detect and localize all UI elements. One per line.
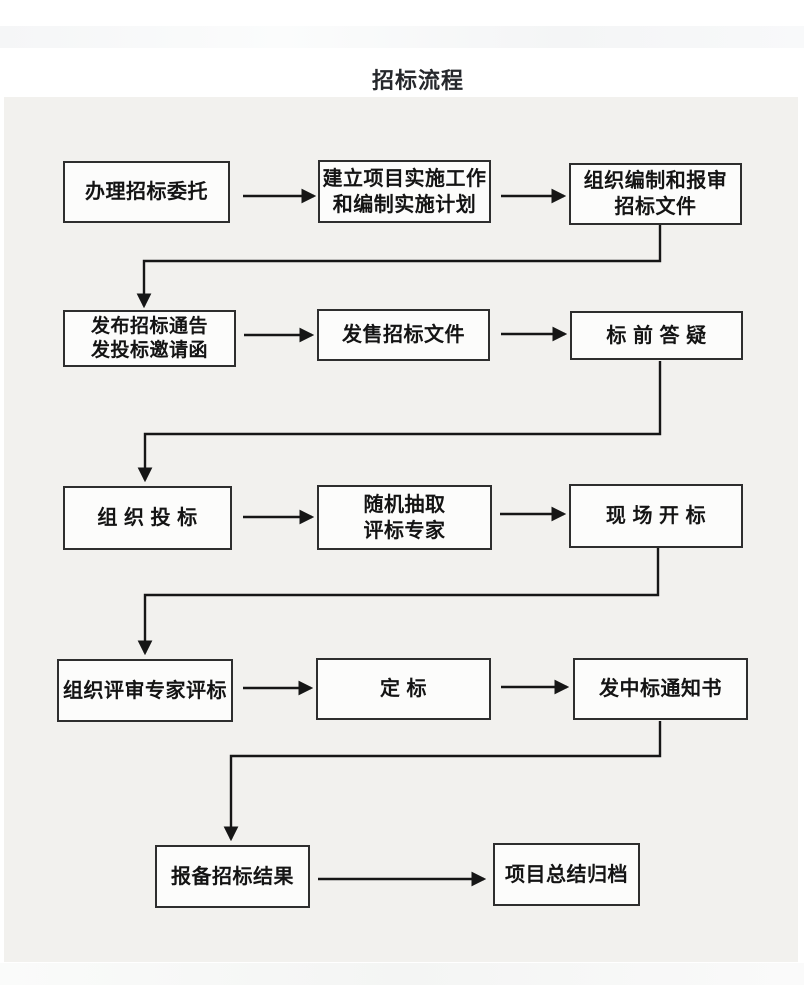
flow-node-label: 组织编制和报审 (583, 170, 728, 192)
flow-node-label: 和编制实施计划 (332, 193, 477, 216)
flow-node-label: 现 场 开 标 (605, 505, 707, 527)
page-title: 招标流程 (371, 68, 464, 93)
flow-node: 定 标 (316, 658, 491, 720)
flow-node-label: 标 前 答 疑 (606, 324, 707, 347)
scan-band-bottom (0, 963, 804, 985)
flow-node-label: 随机抽取 (363, 493, 446, 516)
flow-node: 办理招标委托 (63, 161, 230, 223)
flow-node: 标 前 答 疑 (570, 311, 743, 360)
flow-node: 组织编制和报审 招标文件 (569, 163, 742, 225)
flow-node: 组 织 投 标 (63, 486, 232, 550)
flow-node-label: 项目总结归档 (505, 863, 628, 886)
flow-node-label: 办理招标委托 (85, 181, 208, 203)
flow-node-label: 建立项目实施工作 (322, 167, 487, 190)
flow-node-label: 定 标 (379, 678, 428, 700)
flow-node: 发售招标文件 (317, 309, 490, 361)
scan-band-top (0, 26, 804, 48)
flow-node-label: 发投标邀请函 (90, 339, 208, 361)
flow-node: 随机抽取 评标专家 (317, 485, 492, 550)
flow-node-label: 报备招标结果 (171, 865, 294, 888)
flow-node: 发中标通知书 (573, 658, 748, 720)
flow-node: 现 场 开 标 (569, 484, 743, 548)
flow-node-label: 评标专家 (363, 519, 446, 542)
flow-node-label: 组 织 投 标 (97, 507, 198, 529)
flow-node: 发布招标通告 发投标邀请函 (63, 310, 236, 367)
flow-node: 建立项目实施工作 和编制实施计划 (318, 160, 491, 223)
flow-node-label: 发售招标文件 (342, 324, 465, 346)
flow-node: 项目总结归档 (493, 843, 640, 906)
flow-node-label: 组织评审专家评标 (63, 679, 227, 702)
flow-node: 报备招标结果 (155, 845, 310, 908)
flow-node-label: 发布招标通告 (90, 315, 208, 337)
flow-node-label: 发中标通知书 (599, 678, 722, 700)
flow-node: 组织评审专家评标 (57, 659, 233, 722)
flow-node-label: 招标文件 (614, 196, 697, 218)
